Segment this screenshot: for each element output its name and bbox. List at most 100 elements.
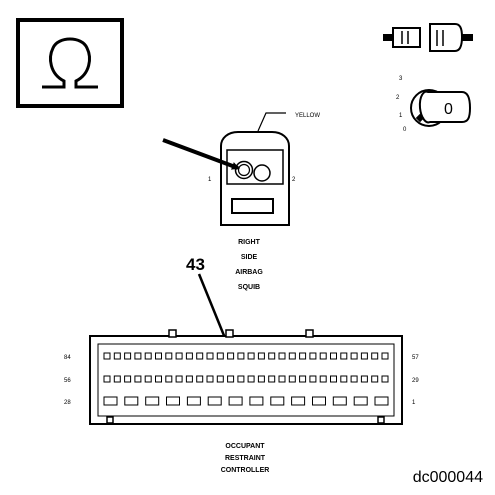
orc-pin-cavity [371, 352, 379, 360]
orc-pin-cavity [309, 375, 317, 383]
orc-pin-row-middle [103, 375, 389, 383]
figure-id: dc000044 [413, 469, 483, 486]
orc-pin-cavity [237, 375, 245, 383]
orc-pin-cavity [165, 352, 173, 360]
orc-pin-cavity [268, 375, 276, 383]
orc-pin-cavity [330, 352, 337, 360]
orc-pin-cavity [353, 396, 368, 406]
orc-name-line3: CONTROLLER [221, 467, 270, 474]
orc-pin-cavity [185, 375, 193, 383]
orc-pin-cavity [144, 352, 152, 360]
yellow-wire-leader [257, 112, 286, 132]
orc-pin-cavity [228, 396, 243, 406]
ignition-pos-1: 1 [399, 113, 403, 119]
orc-pin-cavity [113, 375, 121, 383]
orc-pin-cavity [165, 375, 173, 383]
orc-pin-cavity [288, 352, 296, 360]
squib-name-line2: SIDE [241, 254, 258, 261]
orc-pin-cavity [124, 396, 139, 406]
orc-pin-cavity [134, 352, 142, 360]
orc-pin-cavity [155, 375, 162, 383]
orc-pin-cavity [175, 375, 183, 383]
orc-pin-cavity [381, 352, 389, 360]
orc-pin-cavity [278, 375, 286, 383]
orc-pin-cavity [270, 396, 285, 406]
orc-pin-cavity [196, 375, 204, 383]
orc-pin-cavity [186, 396, 201, 406]
squib-name-line4: SQUIB [238, 284, 260, 291]
orc-name-line1: OCCUPANT [225, 443, 265, 450]
squib-pin-1 [234, 160, 254, 180]
orc-pin-cavity [103, 396, 118, 406]
orc-pin-cavity [247, 375, 255, 383]
disconnect-connector-icon [383, 23, 473, 52]
orc-pin-cavity [360, 375, 368, 383]
orc-pin-cavity [206, 352, 214, 360]
omega-icon [42, 37, 98, 89]
orc-pin-cavity [257, 352, 265, 360]
orc-pin-cavity [124, 375, 132, 383]
squib-name-line1: RIGHT [238, 239, 261, 246]
orc-pin-cavity [227, 352, 235, 360]
ohm-frame [16, 18, 124, 108]
squib-latch [231, 198, 274, 214]
orc-pin-cavity [207, 396, 222, 406]
squib-pin-2 [253, 164, 271, 182]
squib-pin-label-right: 2 [292, 177, 296, 183]
orc-pin-cavity [299, 352, 307, 360]
orc-pin-cavity [268, 352, 276, 360]
orc-row-label-right-middle: 29 [412, 378, 419, 384]
orc-name-line2: RESTRAINT [225, 455, 266, 462]
probe-arrow [162, 138, 240, 170]
orc-pin-cavity [257, 375, 265, 383]
orc-pin-cavity [309, 352, 317, 360]
orc-pin-cavity [175, 352, 183, 360]
orc-row-label-left-bottom: 28 [64, 400, 71, 406]
orc-pin-cavity [291, 396, 306, 406]
orc-pin-cavity [249, 396, 264, 406]
key-icon [418, 90, 472, 124]
orc-pin-cavity [312, 396, 326, 406]
squib-pin-label-left: 1 [208, 177, 212, 183]
orc-pin-cavity [124, 352, 132, 360]
orc-pin-cavity [237, 352, 245, 360]
orc-pin-row-bottom [103, 396, 389, 406]
orc-pin-cavity [332, 396, 347, 406]
wire-color-label: YELLOW [295, 113, 320, 119]
orc-pin-cavity [144, 375, 152, 383]
orc-pin-cavity [350, 375, 358, 383]
key-position-label: 0 [444, 101, 453, 118]
orc-pin-cavity [113, 352, 121, 360]
orc-pin-row-top [103, 352, 389, 360]
orc-pin-cavity [278, 352, 286, 360]
orc-pin-cavity [206, 375, 214, 383]
orc-pin-cavity [247, 352, 255, 360]
orc-pin-cavity [371, 375, 379, 383]
orc-pin-cavity [196, 352, 204, 360]
pin-callout-number: 43 [186, 255, 205, 274]
orc-pin-cavity [374, 396, 389, 406]
orc-pin-cavity [103, 375, 111, 383]
orc-pin-cavity [299, 375, 307, 383]
orc-pin-cavity [330, 375, 337, 383]
orc-pin-cavity [360, 352, 368, 360]
ignition-pos-2: 2 [396, 95, 400, 101]
ignition-pos-0: 0 [403, 127, 407, 133]
ohmmeter-symbol [16, 18, 124, 108]
orc-pin-cavity [166, 396, 180, 406]
squib-name-line3: AIRBAG [235, 269, 263, 276]
airbag-squib-connector: YELLOW 1 2 RIGHT SIDE AIRBAG SQUIB [162, 112, 320, 291]
orc-pin-cavity [350, 352, 358, 360]
orc-pin-cavity [319, 352, 327, 360]
orc-pin-cavity [227, 375, 235, 383]
ignition-switch-icon: 0 3 2 1 0 [396, 76, 472, 133]
orc-pin-cavity [340, 352, 348, 360]
orc-pin-cavity [155, 352, 162, 360]
occupant-restraint-controller-connector: 84 56 28 57 29 1 OCCUPANT RESTRAINT CONT… [64, 329, 419, 474]
orc-pin-cavity [216, 352, 224, 360]
orc-pin-cavity [103, 352, 111, 360]
orc-pin-cavity [319, 375, 327, 383]
orc-pin-cavity [288, 375, 296, 383]
orc-pin-cavity [145, 396, 160, 406]
